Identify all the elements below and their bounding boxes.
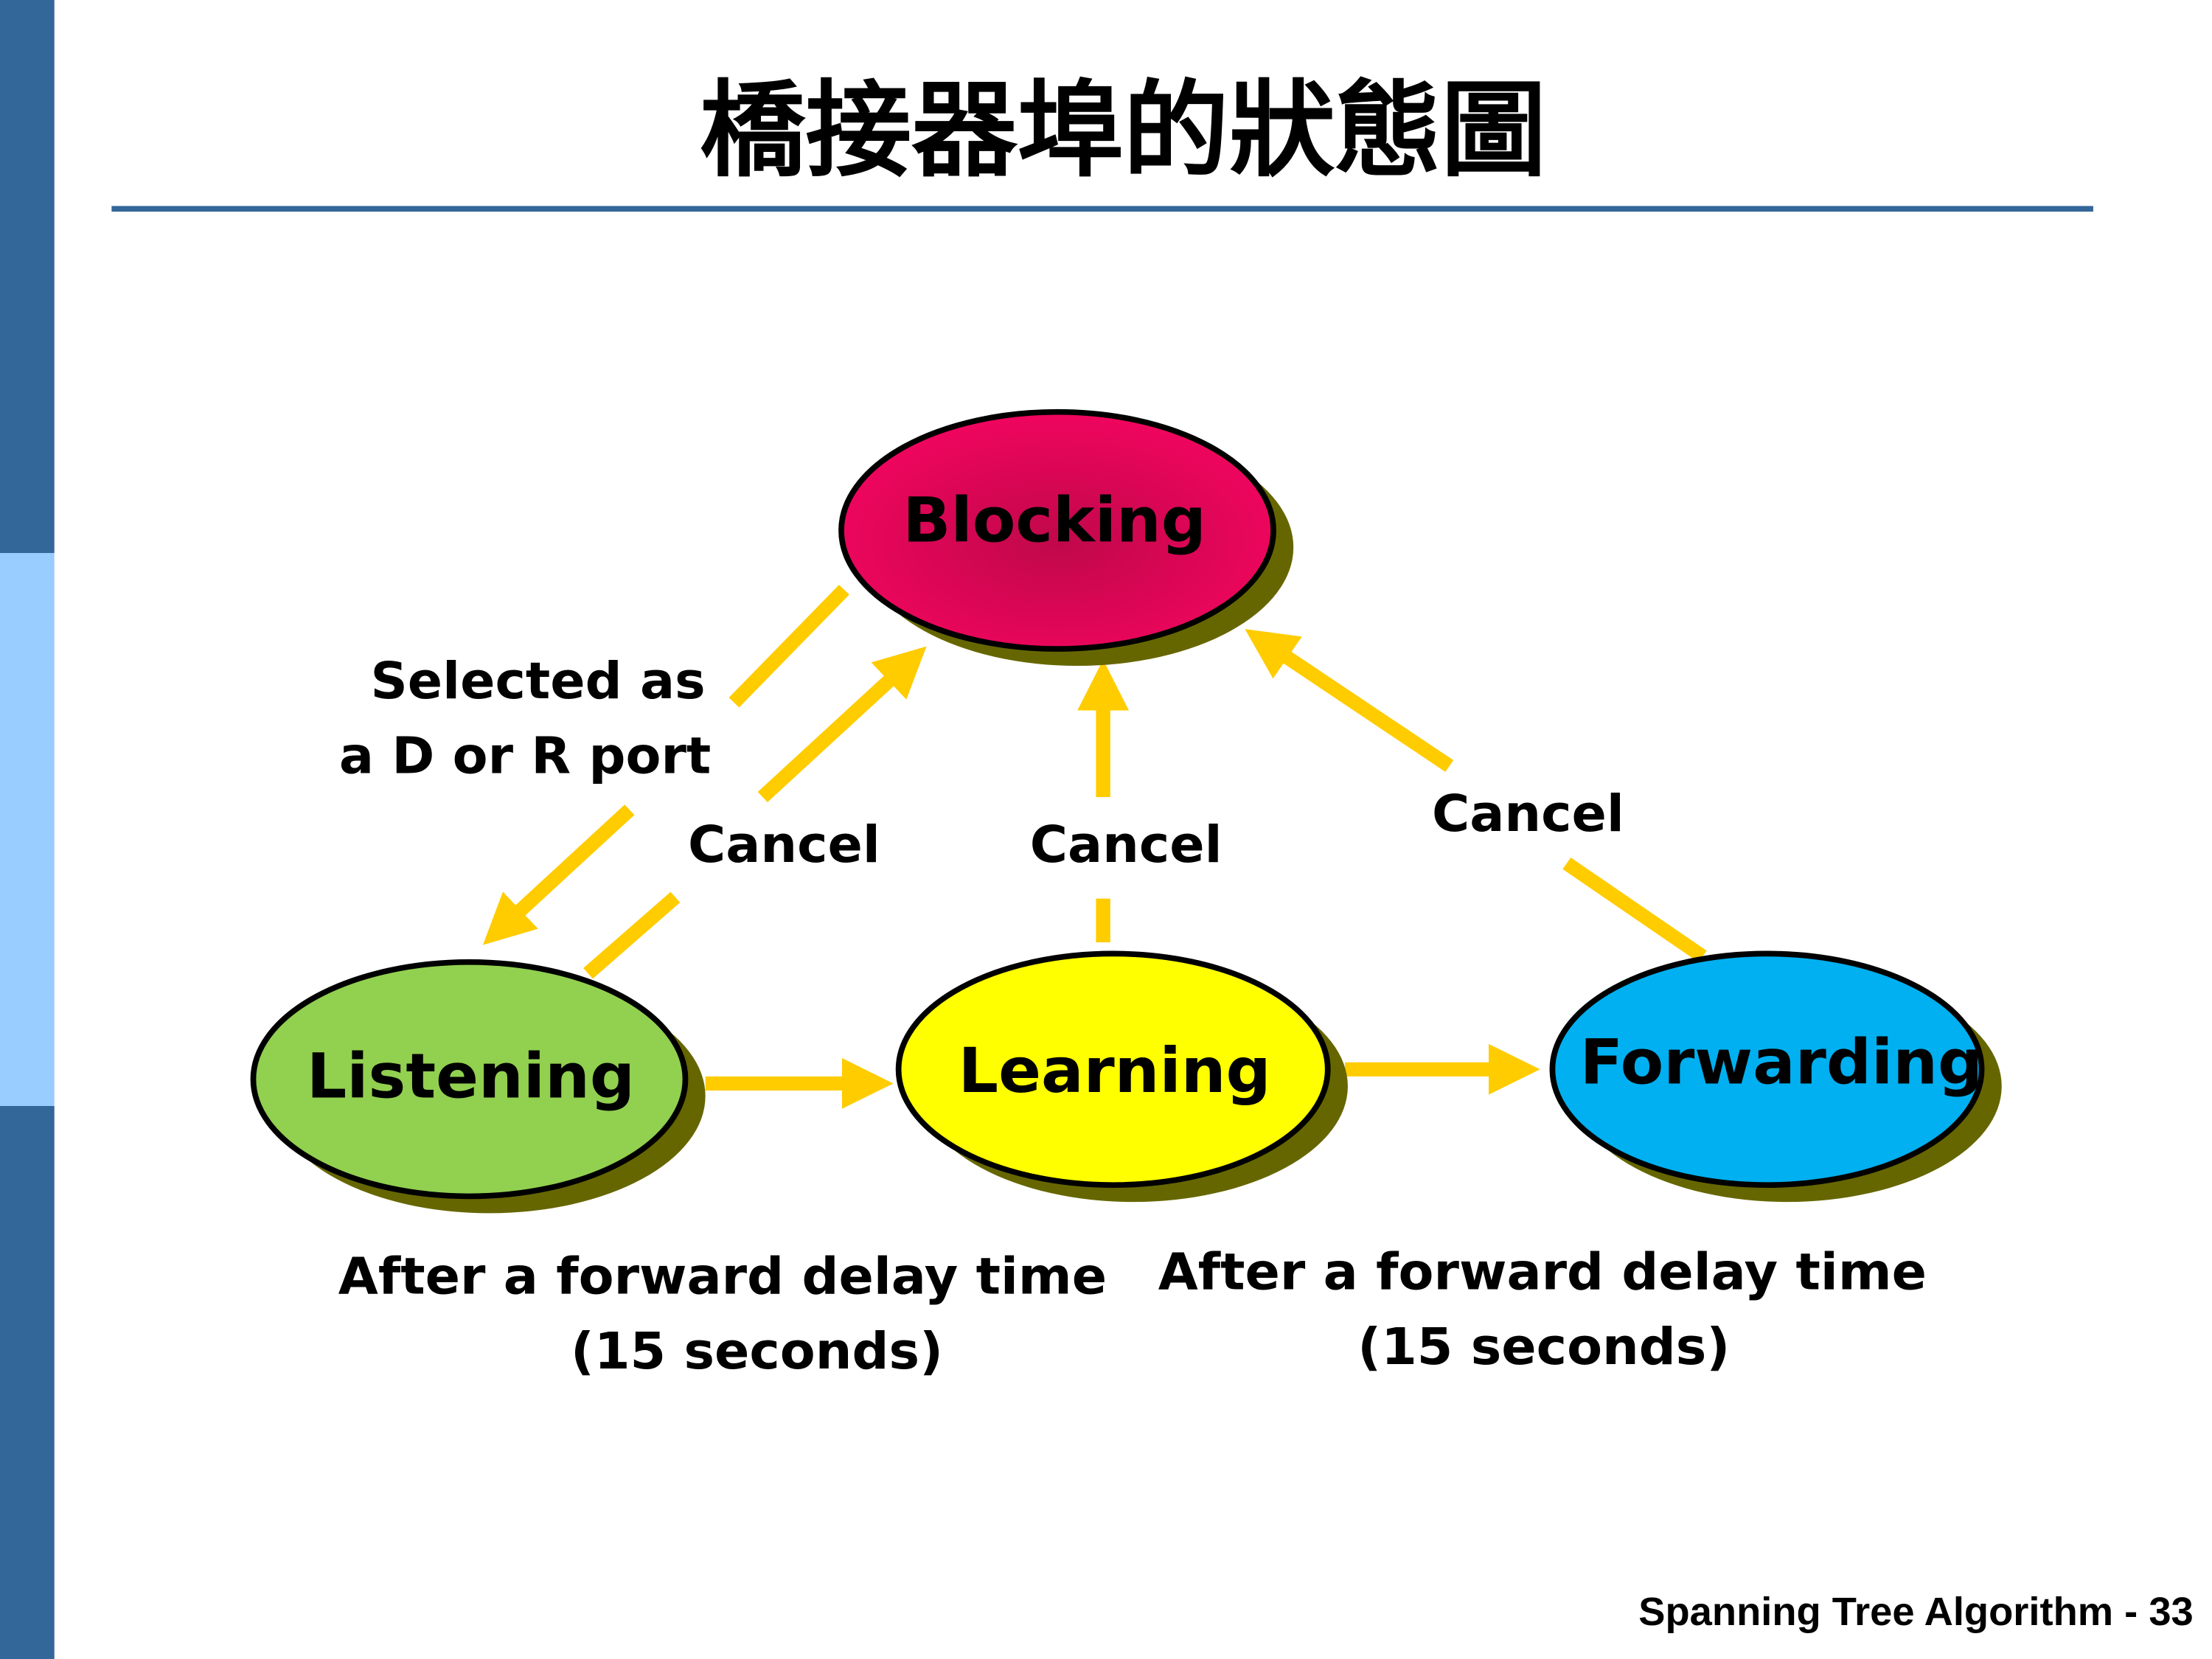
arrow-selected-segment bbox=[728, 585, 849, 708]
ellipse bbox=[1549, 950, 1985, 1188]
slide-title: 橋接器埠的狀態圖 bbox=[700, 70, 1547, 192]
label-selected-line1: Selected as bbox=[370, 653, 705, 711]
state-label: Learning bbox=[959, 1034, 1271, 1106]
side-bar-bottom bbox=[0, 1106, 55, 1659]
state-label: Forwarding bbox=[1580, 1026, 1983, 1098]
arrow-cancel-segment bbox=[583, 891, 681, 979]
arrow-listening-to-blocking bbox=[757, 646, 927, 802]
state-label: Blocking bbox=[902, 484, 1206, 556]
slide-footer: Spanning Tree Algorithm - 33 bbox=[1638, 1590, 2193, 1634]
label-delay2-line1: After a forward delay time bbox=[1158, 1243, 1927, 1301]
arrow-blocking-to-listening bbox=[482, 804, 635, 945]
ellipse bbox=[895, 950, 1331, 1188]
label-delay1-line2: (15 seconds) bbox=[571, 1322, 943, 1380]
ellipse bbox=[838, 408, 1276, 652]
state-learning: Learning bbox=[895, 950, 1348, 1203]
state-blocking: Blocking bbox=[838, 408, 1294, 667]
arrows bbox=[482, 585, 1707, 1109]
state-listening: Listening bbox=[250, 959, 706, 1214]
side-bar-top bbox=[0, 0, 55, 553]
arrow-cancel-forwarding-segment bbox=[1562, 858, 1707, 963]
ellipse bbox=[250, 959, 689, 1200]
label-delay1-line1: After a forward delay time bbox=[338, 1248, 1107, 1306]
label-cancel-learning: Cancel bbox=[1030, 815, 1222, 874]
label-cancel-listening: Cancel bbox=[688, 815, 880, 874]
label-cancel-forwarding: Cancel bbox=[1432, 785, 1624, 843]
side-bar-middle bbox=[0, 553, 55, 1106]
label-delay2-line2: (15 seconds) bbox=[1357, 1318, 1730, 1377]
state-forwarding: Forwarding bbox=[1549, 950, 2002, 1203]
label-selected-line2: a D or R port bbox=[339, 727, 711, 785]
state-label: Listening bbox=[307, 1040, 635, 1112]
arrow-forwarding-to-blocking bbox=[1245, 629, 1454, 772]
